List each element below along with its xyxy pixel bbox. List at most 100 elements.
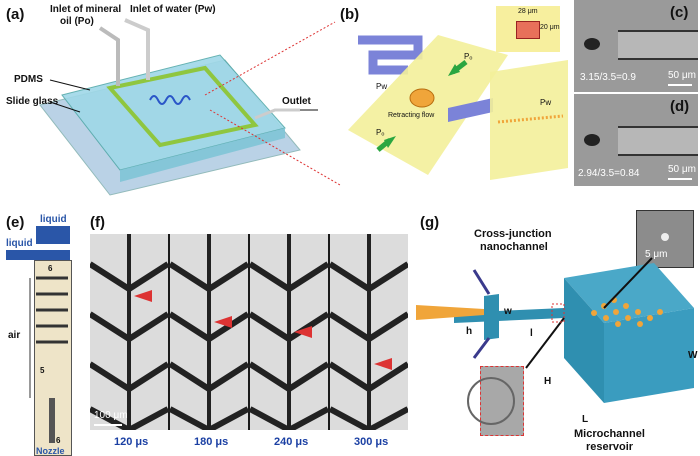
droplet-dot <box>615 321 621 327</box>
channel-inset: 28 μm 20 μm <box>496 6 560 52</box>
panel-label-f: (f) <box>90 214 105 231</box>
pw-left-label: Pw <box>376 82 388 91</box>
blue-serpentine <box>149 95 191 105</box>
scalebar-f <box>94 424 122 426</box>
panel-d: (d) 2.94/3.5=0.84 50 μm <box>574 94 698 186</box>
cross-junction-label: Cross-junction <box>474 228 552 240</box>
blue-channel-upper <box>358 35 423 75</box>
panel-label-b: (b) <box>340 6 360 23</box>
pdms-pointer <box>49 79 91 91</box>
dim-L-label: L <box>582 414 589 425</box>
green-channel <box>106 65 259 148</box>
red-arrow-3 <box>294 326 312 338</box>
droplet <box>409 88 435 108</box>
nozzle-label: Nozzle <box>36 446 65 456</box>
dim-W-label: W <box>688 350 698 361</box>
panel-e: (e) liquid liquid 6 air 5 6 Nozzle <box>0 208 80 456</box>
vertical-channels <box>127 234 371 430</box>
panel-a: (a) Inlet of mineral oil (Po) Inlet of w… <box>0 0 320 200</box>
outlet-tube <box>254 108 300 120</box>
droplet-dot <box>623 303 629 309</box>
scalebar-c <box>668 84 692 86</box>
pdms-label: PDMS <box>14 74 43 85</box>
dim-l-label: l <box>530 328 533 339</box>
droplet-arc <box>467 377 515 425</box>
inset-height-label: 20 μm <box>540 24 560 31</box>
panel-b: (b) 28 μm 20 μm Retracting flow Pₒ Pₒ Pw… <box>318 0 573 195</box>
nanochannel-label: nanochannel <box>480 241 548 253</box>
nozzle-c <box>584 38 600 50</box>
orange-droplet-stream <box>497 114 564 124</box>
reservoir-top <box>564 263 694 323</box>
water-tube <box>124 18 150 80</box>
slide-glass-pointer <box>49 101 81 113</box>
flow-arrow-top <box>472 269 491 295</box>
label-6b: 6 <box>56 436 61 445</box>
inlet-oil-label-2: oil (Po) <box>60 16 94 27</box>
red-arrow-2 <box>214 316 232 328</box>
outlet-label: Outlet <box>282 96 311 107</box>
flow-arrow-bottom <box>472 337 491 359</box>
green-arrowhead-top <box>448 64 460 76</box>
droplet-dot <box>657 309 663 315</box>
dim-h-label: h <box>466 326 473 337</box>
time-label-3: 240 μs <box>274 436 309 448</box>
panel-label-e: (e) <box>6 214 25 231</box>
dim-H-label: H <box>544 376 552 387</box>
panel-g: (g) Cross-junction nanochannel 5 μm <box>414 208 700 456</box>
ratio-c: 3.15/3.5=0.9 <box>580 72 636 83</box>
panel-c: (c) 3.15/3.5=0.9 50 μm <box>574 0 698 92</box>
selection-box <box>551 303 565 323</box>
sem-pointer-arrow <box>603 257 653 309</box>
time-label-2: 180 μs <box>194 436 229 448</box>
panel-label-d: (d) <box>670 98 690 115</box>
scale-f: 100 μm <box>94 410 128 421</box>
inset-pointer-arrow <box>525 317 565 369</box>
liquid-bar-top <box>36 226 70 244</box>
droplet-dot <box>625 315 631 321</box>
panel-label-c: (c) <box>670 4 689 21</box>
channel-c <box>618 30 698 60</box>
scalebar-d <box>668 178 692 180</box>
droplet-dot <box>613 309 619 315</box>
fins <box>29 276 68 443</box>
reservoir-side <box>604 308 694 403</box>
inlet-oil-label: Inlet of mineral <box>50 4 122 15</box>
air-label: air <box>8 330 21 341</box>
pw-right-label: Pw <box>540 98 552 107</box>
droplet-dot <box>647 315 653 321</box>
dim-w-label: w <box>504 306 512 317</box>
ratio-d: 2.94/3.5=0.84 <box>578 168 640 179</box>
yellow-block-right <box>490 60 568 180</box>
scale-g: 5 μm <box>645 249 668 260</box>
frame-strip: 100 μm <box>90 234 408 430</box>
pdms-side <box>120 128 285 182</box>
reservoir-front <box>564 278 604 403</box>
droplet-dot <box>635 309 641 315</box>
sem-particle <box>661 233 669 241</box>
zoom-connector-bottom <box>209 109 341 186</box>
microchannel-label: Microchannel <box>574 428 645 440</box>
zoom-connector-top <box>204 21 336 96</box>
retracting-flow-label: Retracting flow <box>388 112 435 119</box>
inset-width-label: 28 μm <box>518 8 538 15</box>
label-6a: 6 <box>48 264 53 273</box>
oil-tube <box>98 26 120 86</box>
droplet-dot <box>603 315 609 321</box>
blue-channel-right <box>448 98 493 122</box>
slide-glass-label: Slide glass <box>6 96 59 107</box>
red-arrow-4 <box>374 358 392 370</box>
cross-junction <box>484 294 499 340</box>
micrograph-c <box>574 0 698 92</box>
inlet-water-label: Inlet of water (Pw) <box>130 4 216 15</box>
sem-inset: 5 μm <box>636 210 694 268</box>
micrograph-d <box>574 94 698 186</box>
channel-d <box>618 126 698 156</box>
droplet-dot <box>637 321 643 327</box>
reservoir-illustration <box>416 257 694 403</box>
panel-label-g: (g) <box>420 214 440 231</box>
scale-d: 50 μm <box>668 164 696 175</box>
inset-channel <box>516 21 540 39</box>
label-5: 5 <box>40 366 45 375</box>
scale-c: 50 μm <box>668 70 696 81</box>
